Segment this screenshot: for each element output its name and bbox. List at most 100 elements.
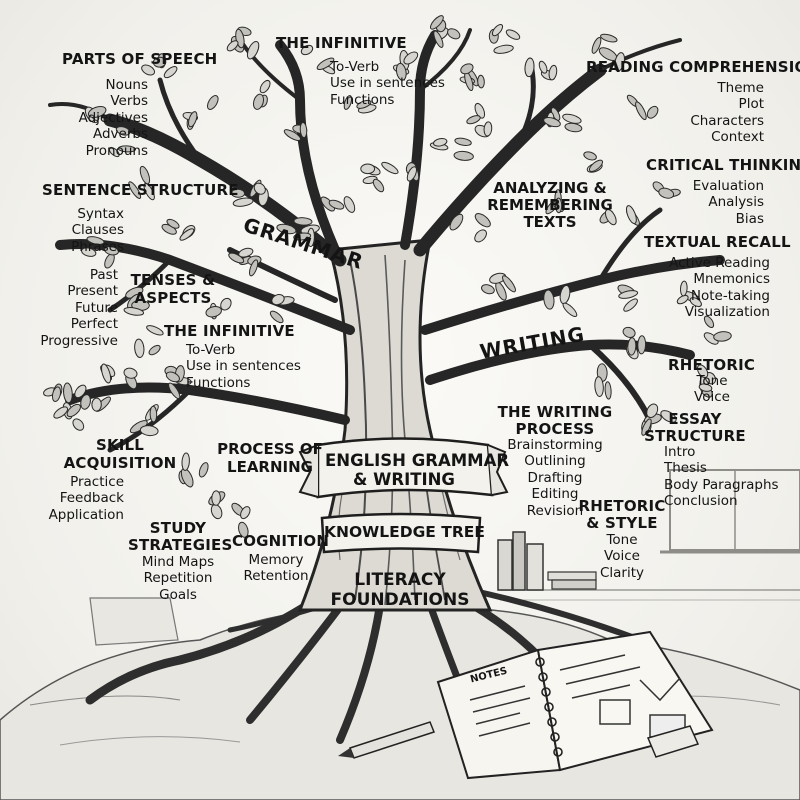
leaf: [205, 305, 222, 318]
leaf: [627, 337, 637, 356]
topic-items-essay-structure: Intro Thesis Body Paragraphs Conclusion: [664, 444, 779, 510]
topic-item: Adjectives: [78, 109, 148, 126]
topic-item: Mind Maps: [141, 554, 215, 570]
leaf: [403, 51, 419, 65]
topic-items-rhetoric-style: Tone Voice Clarity: [578, 532, 666, 581]
leaf: [483, 121, 493, 137]
books-icon: [497, 531, 597, 591]
topic-item: Outlining: [524, 453, 586, 470]
topic-item: Thesis: [664, 460, 707, 477]
leaf: [259, 79, 271, 94]
topic-item: Brainstorming: [507, 437, 603, 453]
topic-item: Memory: [248, 552, 304, 568]
topic-item: Verbs: [110, 93, 148, 110]
leaf: [381, 161, 399, 175]
leaf: [117, 145, 136, 153]
leaf: [246, 40, 260, 60]
pencil-icon: [338, 721, 435, 759]
leaf: [81, 247, 97, 257]
topic-title-line: THE WRITING: [497, 403, 613, 421]
leaf: [240, 506, 251, 520]
leaf: [623, 298, 638, 312]
banner-ribbon: [298, 437, 509, 499]
leaf: [703, 315, 715, 329]
topic-item: Plot: [738, 96, 764, 113]
leaf: [447, 28, 461, 40]
leaf: [86, 236, 105, 245]
topic-item: Goals: [159, 586, 197, 603]
leaf: [622, 326, 636, 338]
leaf: [406, 166, 418, 182]
leaf: [641, 418, 652, 436]
topic-title-skill-acquisition: SKILL ACQUISITION: [60, 436, 180, 472]
topic-items-critical-thinking: Evaluation Analysis Bias: [660, 178, 764, 227]
topic-item: Tone: [606, 532, 638, 548]
topic-item: Nouns: [105, 77, 148, 93]
topic-title-infinitive-top: THE INFINITIVE: [276, 34, 407, 52]
leaf: [207, 95, 219, 110]
leaf: [108, 146, 120, 158]
topic-item: Context: [711, 129, 764, 146]
leaf: [356, 99, 372, 109]
leaf: [372, 178, 385, 193]
leaf: [635, 101, 647, 121]
topic-item: Body Paragraphs: [664, 476, 779, 493]
leaf: [604, 381, 612, 400]
topic-title-line: ACQUISITION: [63, 454, 177, 472]
topic-title-line: STRUCTURE: [644, 427, 746, 445]
leaf: [474, 229, 487, 243]
leaf: [591, 36, 602, 54]
leaf: [293, 232, 312, 241]
leaf: [148, 344, 161, 356]
leaf: [637, 335, 647, 355]
topic-items-writing-process: Brainstorming Outlining Drafting Editing…: [495, 437, 615, 519]
leaf: [139, 165, 151, 185]
topic-item: To-Verb: [330, 59, 380, 75]
leaf: [481, 284, 495, 295]
topic-item: Mnemonics: [693, 271, 770, 288]
leaf: [491, 23, 504, 37]
leaf: [395, 62, 407, 81]
topic-item: To-Verb: [186, 342, 236, 358]
leaf: [230, 188, 246, 198]
leaf: [343, 95, 353, 110]
branch-label-learning-line-2: LEARNING: [227, 458, 313, 476]
topic-item: Characters: [690, 112, 764, 129]
leaf: [554, 197, 563, 214]
branch-label-learning-line-1: PROCESS OF: [217, 440, 323, 458]
leaf: [689, 297, 702, 308]
topic-title-parts-of-speech: PARTS OF SPEECH: [62, 50, 218, 68]
leaf: [493, 44, 514, 54]
topic-title-line: STUDY: [149, 519, 207, 537]
subtitle: KNOWLEDGE TREE: [324, 523, 485, 541]
leaf: [168, 382, 181, 400]
leaf: [564, 122, 583, 133]
leaf: [703, 332, 719, 345]
leaf: [538, 60, 548, 74]
leaf: [252, 93, 265, 110]
topic-item: Active Reading: [669, 255, 770, 271]
leaf: [562, 113, 582, 124]
topic-title-line: STRATEGIES: [128, 536, 233, 554]
leaf: [123, 307, 145, 316]
leaf: [614, 52, 625, 72]
topic-item: Perfect: [70, 316, 118, 333]
topic-item: Analysis: [708, 194, 764, 211]
leaf: [588, 159, 604, 172]
banner-title-line-2: & WRITING: [353, 470, 455, 489]
banner-title: ENGLISH GRAMMAR & WRITING: [325, 451, 509, 489]
leaf: [72, 418, 85, 431]
leaf: [179, 228, 195, 241]
leaf: [618, 290, 639, 299]
leaf: [658, 187, 675, 199]
leaf: [253, 182, 266, 195]
topic-item: Editing: [531, 486, 579, 503]
leaf: [220, 297, 232, 311]
leaf: [80, 394, 91, 410]
topic-item: Feedback: [59, 490, 124, 507]
leaf: [143, 182, 155, 201]
branch-label-learning: PROCESS OF LEARNING: [210, 440, 330, 476]
topic-title-infinitive-mid: THE INFINITIVE: [164, 322, 295, 340]
leaf: [548, 64, 558, 81]
topic-title-line: SKILL: [95, 436, 145, 454]
